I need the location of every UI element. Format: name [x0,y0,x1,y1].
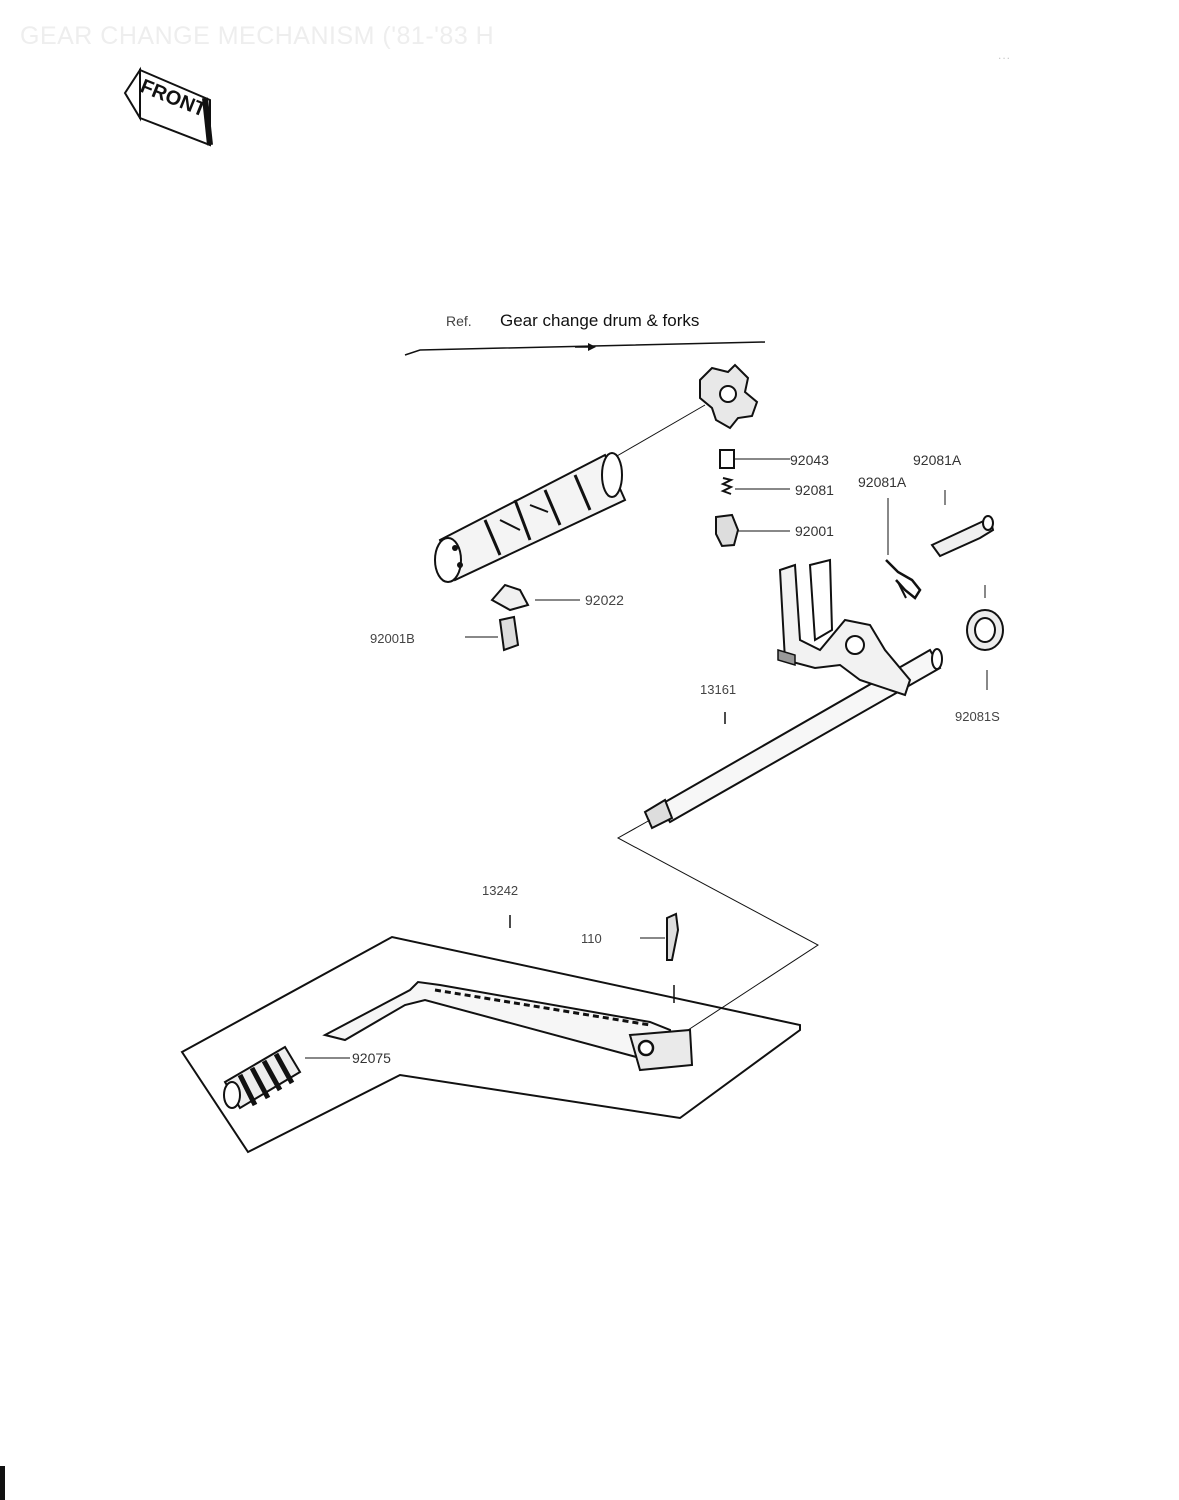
drum-bolt [465,615,520,652]
drum-washer [490,583,580,612]
part-label-92081a-spring: 92081A [858,474,907,490]
front-label: FRONT [137,75,209,121]
drum-cam-plate [699,363,759,430]
page-title: GEAR CHANGE MECHANISM ('81-'83 H [20,22,495,50]
part-label-110: 110 [581,931,602,946]
pedal-rubber [223,1045,350,1110]
positioning-pin-stack [715,449,790,548]
shift-arm [777,558,912,697]
part-label-92043: 92043 [790,452,829,468]
shift-pedal [322,915,694,1072]
catalog-code: ... [998,48,1012,62]
shift-drum [434,404,706,583]
spring-pin [930,490,995,558]
part-label-92075: 92075 [352,1050,391,1066]
pedal-group-outline [180,935,801,1154]
circlip [966,585,1004,690]
part-label-92081a-pin: 92081A [913,452,962,468]
group-label: Gear change drum & forks [500,311,699,330]
group-bracket [404,341,766,356]
part-label-92001b: 92001B [370,631,415,646]
part-label-92022: 92022 [585,592,624,608]
page-edge-mark [0,1466,5,1500]
assembly-leader [616,819,819,1031]
front-arrow-icon: FRONT [123,66,213,147]
part-label-92081s: 92081S [955,709,1000,724]
part-label-13161: 13161 [700,682,736,697]
pedal-bolt [640,912,680,1003]
return-spring [885,498,922,600]
part-label-13242: 13242 [482,883,518,898]
part-label-92001: 92001 [795,523,834,539]
group-ref: Ref. [446,313,472,329]
shift-shaft [643,648,943,830]
part-label-92081: 92081 [795,482,834,498]
